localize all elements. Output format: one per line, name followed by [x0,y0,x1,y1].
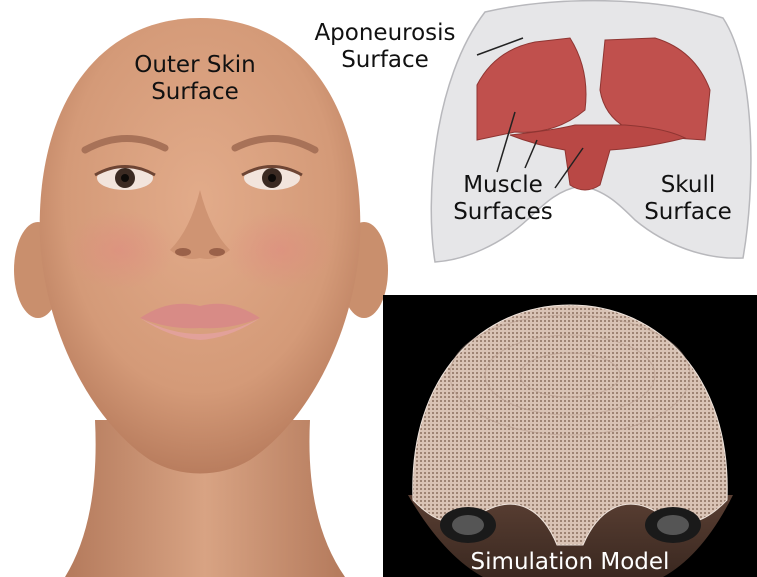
face-render-panel: Outer Skin Surface [0,0,400,577]
outer-skin-label-line-1: Outer Skin [110,52,280,79]
simulation-model-label: Simulation Model [383,549,757,575]
aponeurosis-label-line-1: Aponeurosis [310,20,460,47]
skull-muscle-diagram-panel: Aponeurosis Surface Muscle Surfaces Skul… [405,0,757,290]
simulation-model-image [383,295,757,577]
aponeurosis-label-line-2: Surface [310,47,460,74]
outer-skin-label-line-2: Surface [110,79,280,106]
muscle-label-line-1: Muscle [443,172,563,199]
simulation-model-panel: Simulation Model [383,295,757,577]
skull-label-line-1: Skull [633,172,743,199]
muscle-label-line-2: Surfaces [443,199,563,226]
skull-surface-label: Skull Surface [633,172,743,226]
skull-label-line-2: Surface [633,199,743,226]
muscle-surfaces-label: Muscle Surfaces [443,172,563,226]
aponeurosis-surface-label: Aponeurosis Surface [310,20,460,74]
outer-skin-surface-label: Outer Skin Surface [110,52,280,106]
